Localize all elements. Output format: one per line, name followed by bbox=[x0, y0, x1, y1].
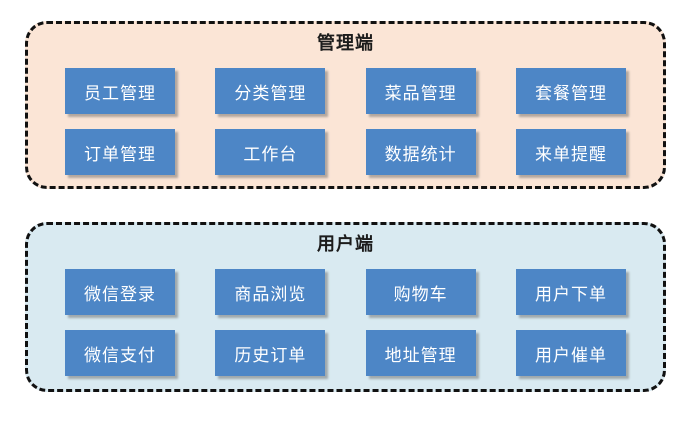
node-employee-management: 员工管理 bbox=[65, 68, 175, 114]
node-order-management: 订单管理 bbox=[65, 129, 175, 175]
admin-panel-title: 管理端 bbox=[317, 33, 374, 53]
node-shopping-cart: 购物车 bbox=[365, 269, 476, 315]
node-user-urge-order: 用户催单 bbox=[515, 330, 626, 376]
node-address-management: 地址管理 bbox=[365, 330, 476, 376]
admin-panel: 管理端 员工管理 分类管理 菜品管理 套餐管理 订单管理 工作台 数据统计 来单… bbox=[25, 21, 666, 189]
node-wechat-pay: 微信支付 bbox=[65, 330, 175, 376]
node-wechat-login: 微信登录 bbox=[65, 269, 175, 315]
node-category-management: 分类管理 bbox=[215, 68, 326, 114]
user-button-grid: 微信登录 商品浏览 购物车 用户下单 微信支付 历史订单 地址管理 用户催单 bbox=[28, 269, 663, 376]
node-workbench: 工作台 bbox=[215, 129, 326, 175]
user-panel: 用户端 微信登录 商品浏览 购物车 用户下单 微信支付 历史订单 地址管理 用户… bbox=[25, 222, 666, 392]
user-panel-title: 用户端 bbox=[317, 234, 374, 254]
node-product-browse: 商品浏览 bbox=[215, 269, 326, 315]
node-history-orders: 历史订单 bbox=[215, 330, 326, 376]
node-setmeal-management: 套餐管理 bbox=[515, 68, 626, 114]
node-incoming-order-reminder: 来单提醒 bbox=[515, 129, 626, 175]
admin-button-grid: 员工管理 分类管理 菜品管理 套餐管理 订单管理 工作台 数据统计 来单提醒 bbox=[28, 68, 663, 175]
node-user-place-order: 用户下单 bbox=[515, 269, 626, 315]
node-data-statistics: 数据统计 bbox=[365, 129, 476, 175]
node-dish-management: 菜品管理 bbox=[365, 68, 476, 114]
